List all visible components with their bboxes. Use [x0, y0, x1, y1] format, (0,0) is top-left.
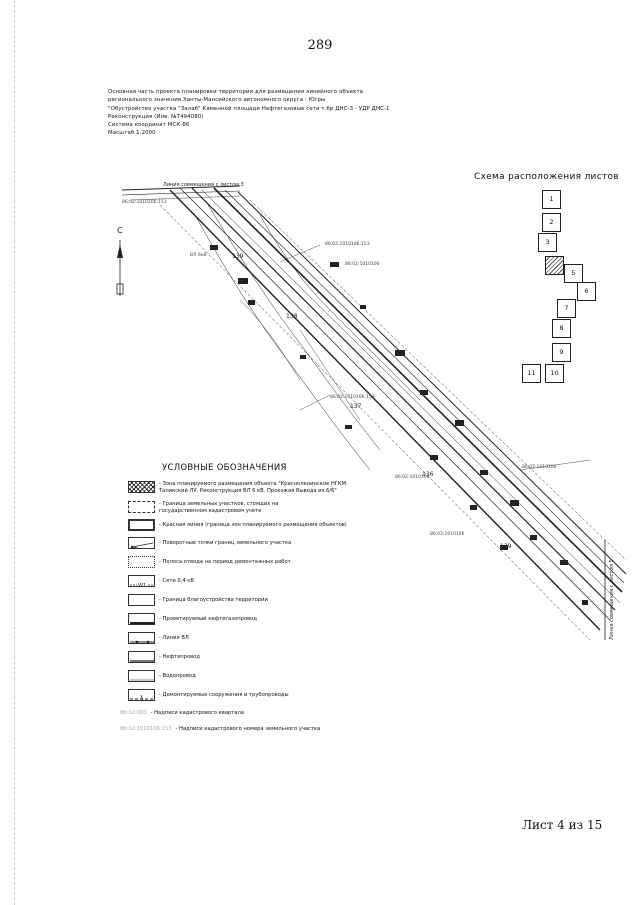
elevation-label: 138	[286, 313, 298, 320]
legend-note: 86:02:1010106:153- Надписи кадастрового …	[120, 726, 320, 732]
description-line: Реконструкция (Инв. №T494080)	[108, 113, 204, 120]
svg-text:86:02:1010106: 86:02:1010106	[522, 464, 557, 470]
description-line: регионального значения Ханты-Мансийского…	[108, 97, 326, 104]
binding-margin-line	[14, 0, 16, 905]
legend-note-text: - Надписи кадастрового квартала	[150, 710, 244, 716]
legend-note: 86:02:000- Надписи кадастрового квартала	[120, 710, 244, 716]
sheet-index-title: Схема расположения листов	[474, 172, 619, 182]
svg-text:86:02:1010106: 86:02:1010106	[430, 531, 465, 537]
right-match-line-label: Линия совмещения с листом 5	[609, 559, 615, 640]
sheet-cell: 2	[542, 213, 561, 232]
page-number: 289	[307, 38, 333, 53]
demolition-strip-symbol	[128, 556, 155, 568]
legend-text: - Поворотные точки границ земельного уча…	[159, 540, 292, 546]
legend-text: - Нефтепровод	[159, 654, 200, 660]
power-line-symbol	[128, 632, 155, 644]
legend-text: - Сети 0,4 кВ	[159, 578, 194, 584]
sheet-cell: 1	[542, 190, 561, 209]
sheet-cell: 5	[564, 264, 583, 283]
sheet-cell-current	[545, 256, 564, 275]
sheet-cell: 6	[577, 282, 596, 301]
legend-text: - Демонтируемые сооружения и трубопровод…	[159, 692, 289, 698]
oil-pipeline-symbol	[128, 651, 155, 663]
legend-text: - Граница земельных участков, стоящих на	[159, 501, 279, 507]
svg-text:86:02:1010106: 86:02:1010106	[345, 261, 380, 267]
project-description: Основная часть проекта планировки террит…	[108, 88, 428, 138]
red-line-symbol	[128, 519, 155, 531]
description-line: Масштаб 1:2000	[108, 130, 156, 137]
demolished-structures-symbol	[128, 689, 155, 701]
legend-note-text: - Надписи кадастрового номера земельного…	[175, 726, 321, 732]
sheet-cell: 9	[552, 343, 571, 362]
top-match-line-label: Линия совмещения с листом 3	[163, 182, 244, 188]
sheet-cell: 3	[538, 233, 557, 252]
svg-text:ВЛ 6кВ: ВЛ 6кВ	[190, 252, 207, 258]
legend-text: - Полоса отвода на период демонтажных ра…	[159, 559, 291, 565]
landscaping-border-symbol	[128, 594, 155, 606]
legend-text: - Проектируемый нефтегазопровод	[159, 616, 257, 622]
legend-text: - Зона планируемого размещения объекта "…	[159, 481, 348, 487]
svg-text:86:02:1010106:153: 86:02:1010106:153	[325, 241, 370, 247]
water-pipeline-symbol	[128, 670, 155, 682]
turning-points-symbol	[128, 537, 155, 549]
cadastral-number-sample: 86:02:1010106:153	[120, 726, 172, 732]
svg-text:86:02:1010106: 86:02:1010106	[395, 474, 430, 480]
cadastral-quarter-sample: 86:02:000	[120, 710, 147, 716]
sheet-label: Лист 4 из 15	[522, 818, 603, 832]
sheet-cell: 7	[557, 299, 576, 318]
crosshatch-zone-symbol	[128, 481, 155, 493]
legend-text: Таликский ЛУ. Реконструкция ВЛ 6 кВ. Про…	[159, 487, 337, 494]
legend-text: государственном кадастровом учете	[159, 507, 262, 514]
svg-text:86:02:1010106:153: 86:02:1010106:153	[122, 199, 167, 205]
legend-text: - Красная линия (граница зон планируемог…	[159, 522, 347, 528]
svg-text:С: С	[117, 226, 123, 235]
elevation-label: 139	[500, 543, 512, 550]
legend-text: - Граница благоустройства территории	[159, 597, 268, 603]
legend-title: УСЛОВНЫЕ ОБОЗНАЧЕНИЯ	[162, 463, 287, 473]
svg-text:86:02:1010106:153: 86:02:1010106:153	[330, 394, 375, 400]
pipeline-project-symbol	[128, 613, 155, 625]
svg-text:W1: W1	[138, 583, 146, 587]
description-line: Система координат МСК-86	[108, 122, 190, 129]
sheet-cell: 11	[522, 364, 541, 383]
description-line: "Обустройство участка "Залаб" Каменной п…	[108, 105, 390, 112]
legend-text: - Линия ВЛ	[159, 635, 189, 641]
sheet-cell: 8	[552, 319, 571, 338]
compass-north-arrow-icon: С	[116, 226, 124, 296]
land-plot-border-symbol	[128, 501, 155, 513]
elevation-label: 136	[422, 471, 434, 478]
power-network-symbol: W1	[128, 575, 155, 587]
description-line: Основная часть проекта планировки террит…	[108, 89, 364, 95]
elevation-label: 137	[350, 403, 362, 410]
sheet-cell: 10	[545, 364, 564, 383]
elevation-label: 139	[232, 253, 244, 260]
legend-text: - Водопровод	[159, 673, 196, 679]
